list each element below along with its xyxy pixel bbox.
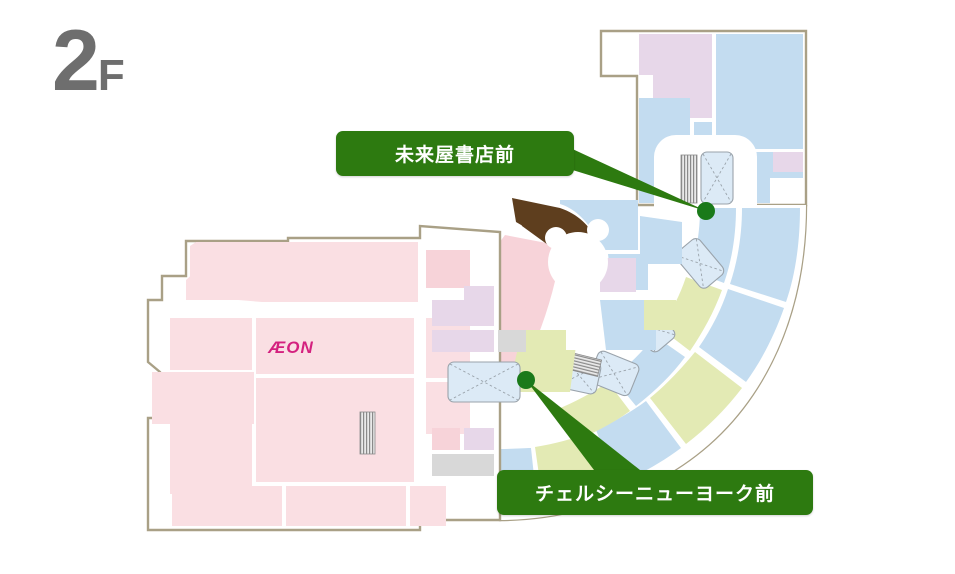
aeon-block-col-2 — [170, 374, 252, 494]
escalator-north — [680, 154, 698, 204]
void-arc-1 — [675, 238, 725, 289]
aeon-brand-label: ÆON — [267, 338, 314, 357]
court-unit-blue-top3 — [640, 216, 682, 264]
rotunda-node-2 — [587, 219, 609, 241]
service-block-lavender-2 — [432, 330, 494, 352]
escalator-west — [359, 411, 376, 455]
rotunda-void — [548, 232, 608, 292]
callout-bookstore[interactable]: 未来屋書店前 — [336, 131, 574, 176]
marker-dot-bookstore[interactable] — [697, 202, 715, 220]
court-walkway — [566, 290, 600, 350]
callout-leader-chelsea — [526, 380, 640, 470]
arc-unit-green-1 — [650, 352, 742, 444]
aeon-block-bottom-2 — [286, 486, 406, 526]
service-block-gray — [498, 330, 526, 352]
arc-unit-blue-1 — [730, 208, 800, 302]
north-wing — [599, 29, 808, 250]
floor-level-badge: 2F — [52, 18, 125, 104]
service-block-pink-sm — [432, 428, 460, 450]
aeon-block-top-slant — [186, 244, 262, 300]
service-block-lavender-3 — [464, 428, 494, 450]
callout-bookstore-label: 未来屋書店前 — [394, 145, 515, 166]
arc-inner-green-1 — [660, 277, 722, 351]
aeon-block-col-1 — [170, 318, 252, 370]
aeon-block-bottom-1 — [172, 486, 282, 526]
service-block-lavender — [432, 286, 494, 326]
aeon-block-center-2 — [256, 378, 414, 482]
aeon-block-bottom-3 — [410, 486, 446, 526]
court-unit-blue-c2 — [600, 300, 656, 350]
callout-chelsea-label: チェルシーニューヨーク前 — [534, 484, 775, 505]
store-unit-lavender-n1 — [639, 34, 712, 118]
marker-dot-chelsea[interactable] — [517, 371, 535, 389]
rotunda-node-1 — [545, 227, 567, 249]
court-unit-lavender-c1 — [600, 258, 636, 292]
void-north — [700, 151, 734, 205]
court-unit-pink-2 — [499, 235, 562, 350]
void-west — [447, 361, 521, 403]
aeon-west-wing — [146, 224, 526, 532]
callout-chelsea[interactable]: チェルシーニューヨーク前 — [497, 470, 813, 515]
callout-leader-bookstore — [566, 146, 706, 211]
aeon-block-center — [256, 318, 414, 374]
aeon-block-right-2 — [426, 250, 470, 288]
arc-unit-blue-2 — [699, 289, 784, 382]
store-unit-blue-n1 — [716, 34, 803, 149]
floor-suffix: F — [97, 51, 125, 100]
store-unit-lavender-n2 — [773, 152, 803, 172]
service-block-gray-2 — [432, 454, 494, 476]
floor-number: 2 — [52, 13, 100, 109]
court-unit-green-c2 — [644, 300, 676, 330]
